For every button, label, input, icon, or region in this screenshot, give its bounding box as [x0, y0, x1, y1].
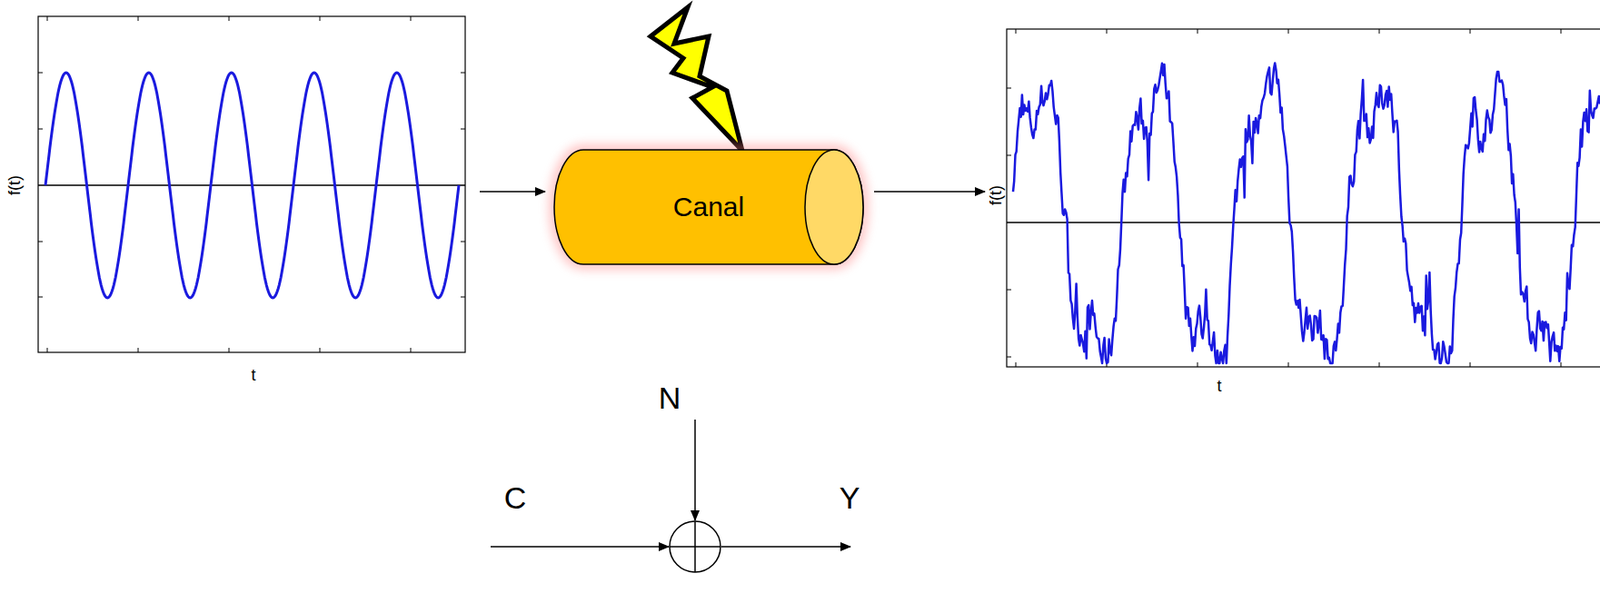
- channel-label: Canal: [673, 191, 745, 223]
- channel-cylinder: Canal: [554, 149, 864, 265]
- tick: [138, 347, 140, 353]
- zero-axis: [1006, 221, 1600, 224]
- tick: [1106, 29, 1108, 34]
- tick: [1470, 362, 1471, 368]
- tick: [1288, 29, 1290, 34]
- axis-ticks: [38, 16, 466, 353]
- lightning-bolt: [650, 7, 743, 151]
- tick: [319, 16, 321, 21]
- sine-wave: [45, 72, 459, 299]
- tick: [460, 129, 466, 130]
- tick: [38, 72, 43, 74]
- tick: [1379, 29, 1381, 34]
- signal-name: Y: [839, 482, 861, 514]
- tick: [460, 297, 466, 299]
- tick: [228, 347, 230, 353]
- tick: [1006, 357, 1012, 358]
- tick: [460, 241, 466, 243]
- input-arrow: [490, 546, 669, 548]
- tick: [138, 16, 140, 21]
- tick: [410, 16, 412, 21]
- tick: [1197, 29, 1199, 34]
- axis-ticks: [1006, 29, 1600, 368]
- axis-label: f(t): [6, 175, 23, 196]
- noisy-wave: [1013, 63, 1600, 365]
- plot-frame: [38, 16, 466, 353]
- plus-sign: [694, 521, 696, 573]
- signal-name: C: [504, 482, 527, 514]
- tick: [1197, 362, 1199, 368]
- axis-label: t: [250, 367, 256, 384]
- signal-name: N: [658, 382, 682, 414]
- axis-label: f(t): [987, 185, 1004, 206]
- tick: [1470, 29, 1471, 34]
- tick: [410, 347, 412, 353]
- axis-label: t: [1216, 377, 1222, 395]
- tick: [1379, 362, 1381, 368]
- tick: [1015, 362, 1017, 368]
- tick: [1288, 362, 1290, 368]
- tick: [1015, 29, 1017, 34]
- tick: [1006, 155, 1012, 157]
- tick: [47, 16, 49, 21]
- plot-frame: [1006, 29, 1600, 368]
- tick: [38, 129, 43, 130]
- signal-arrow: [874, 190, 985, 193]
- tick: [1006, 289, 1012, 291]
- tick: [38, 241, 43, 243]
- tick: [228, 16, 230, 21]
- tick: [1560, 362, 1562, 368]
- tick: [460, 72, 466, 74]
- tick: [38, 297, 43, 299]
- summing-junction: [669, 521, 721, 573]
- tick: [1560, 29, 1562, 34]
- noise-arrow: [694, 419, 696, 521]
- output-arrow: [721, 546, 851, 548]
- tick: [1006, 88, 1012, 90]
- tick: [47, 347, 49, 353]
- signal-arrow: [479, 190, 546, 193]
- tick: [319, 347, 321, 353]
